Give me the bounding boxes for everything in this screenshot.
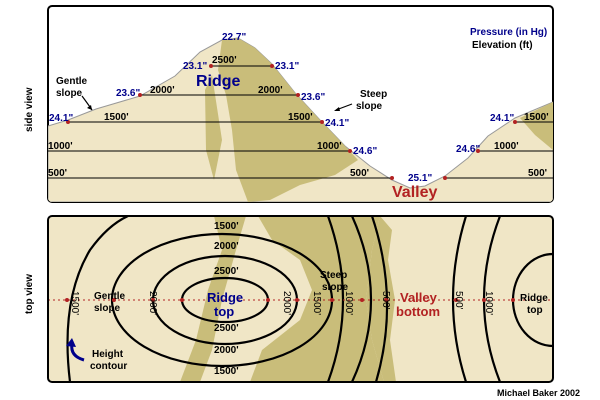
ridge-label: Ridge <box>196 73 241 90</box>
elev-500-left: 500' <box>48 168 67 179</box>
svg-text:slope: slope <box>56 88 83 99</box>
pressure-1500-right: 24.1" <box>325 118 349 129</box>
elev-2500: 2500' <box>212 55 237 66</box>
elev-1500-left: 1500' <box>104 112 129 123</box>
contour-1500-bottom: 1500' <box>214 366 239 377</box>
svg-text:top: top <box>527 305 543 316</box>
contour-2000-top: 2000' <box>214 241 239 252</box>
top-view-label: top view <box>24 274 35 314</box>
contour-500-far: 500' <box>453 291 464 310</box>
elev-2000-right: 2000' <box>258 85 283 96</box>
right-ridge-top-label: Ridge top <box>520 293 548 316</box>
top-view-panel: 1500' 2000' 2500' 2500' 2000' 1500' 1500… <box>47 215 554 383</box>
svg-text:Height: Height <box>92 349 124 360</box>
contour-2500-bottom: 2500' <box>214 323 239 334</box>
pressure-2000-left: 23.6" <box>116 88 140 99</box>
steep-slope-callout: Steep slope <box>334 89 387 112</box>
svg-text:contour: contour <box>90 361 127 372</box>
contour-2000-bottom: 2000' <box>214 345 239 356</box>
contour-1000-far: 1000' <box>483 291 494 315</box>
legend-pressure: Pressure (in Hg) <box>470 27 547 38</box>
svg-text:top: top <box>214 304 234 319</box>
pressure-2500-left: 23.1" <box>183 61 207 72</box>
rock-shading <box>218 38 358 202</box>
side-view-label: side view <box>24 87 35 132</box>
pressure-valley: 25.1" <box>408 173 432 184</box>
elev-1500-far: 1500' <box>524 112 549 123</box>
svg-text:Ridge: Ridge <box>520 293 548 304</box>
contour-2000-left: 2000' <box>147 291 158 315</box>
contour-1500-left: 1500' <box>69 291 80 315</box>
height-contour-label: Height contour <box>66 338 127 372</box>
svg-text:slope: slope <box>94 303 121 314</box>
elev-1000-right: 1000' <box>494 141 519 152</box>
pressure-1500-far: 24.1" <box>490 113 514 124</box>
svg-text:Valley: Valley <box>400 290 438 305</box>
side-view-panel: 2500' 2000' 2000' 1500' 1500' 1500' 1000… <box>47 5 554 203</box>
valley-label: Valley <box>392 184 437 201</box>
pressure-top: 22.7" <box>222 32 246 43</box>
svg-text:slope: slope <box>356 101 383 112</box>
pressure-1000-right: 24.6" <box>456 144 480 155</box>
contour-2500-top: 2500' <box>214 266 239 277</box>
elev-2000-left: 2000' <box>150 85 175 96</box>
elev-500-right: 500' <box>528 168 547 179</box>
contour-1500-right: 1500' <box>311 291 322 315</box>
svg-text:Steep: Steep <box>360 89 387 100</box>
elev-1000-mid: 1000' <box>317 141 342 152</box>
valley-bottom-label: Valley bottom <box>396 290 440 319</box>
elev-1500-right: 1500' <box>288 112 313 123</box>
elev-500-mid: 500' <box>350 168 369 179</box>
pressure-1500-left: 24.1" <box>49 113 73 124</box>
contour-1500-top: 1500' <box>214 221 239 232</box>
contour-1000-right: 1000' <box>343 291 354 315</box>
svg-text:Gentle: Gentle <box>94 291 126 302</box>
svg-text:slope: slope <box>322 282 349 293</box>
gentle-slope-callout: Gentle slope <box>56 76 93 111</box>
legend-elevation: Elevation (ft) <box>472 40 533 51</box>
credit-label: Michael Baker 2002 <box>497 388 580 398</box>
contour-500-right: 500' <box>380 291 391 310</box>
svg-text:Steep: Steep <box>320 270 347 281</box>
pressure-1000-mid: 24.6" <box>353 146 377 157</box>
contour-2000-right: 2000' <box>281 291 292 315</box>
pressure-2000-right: 23.6" <box>301 92 325 103</box>
gentle-slope-top-label: Gentle slope <box>94 291 126 314</box>
svg-text:Ridge: Ridge <box>207 290 243 305</box>
svg-text:bottom: bottom <box>396 304 440 319</box>
svg-text:Gentle: Gentle <box>56 76 88 87</box>
elev-1000-left: 1000' <box>48 141 73 152</box>
steep-slope-top-label: Steep slope <box>320 270 349 293</box>
pressure-2500-right: 23.1" <box>275 61 299 72</box>
ridge-top-label: Ridge top <box>207 290 243 319</box>
